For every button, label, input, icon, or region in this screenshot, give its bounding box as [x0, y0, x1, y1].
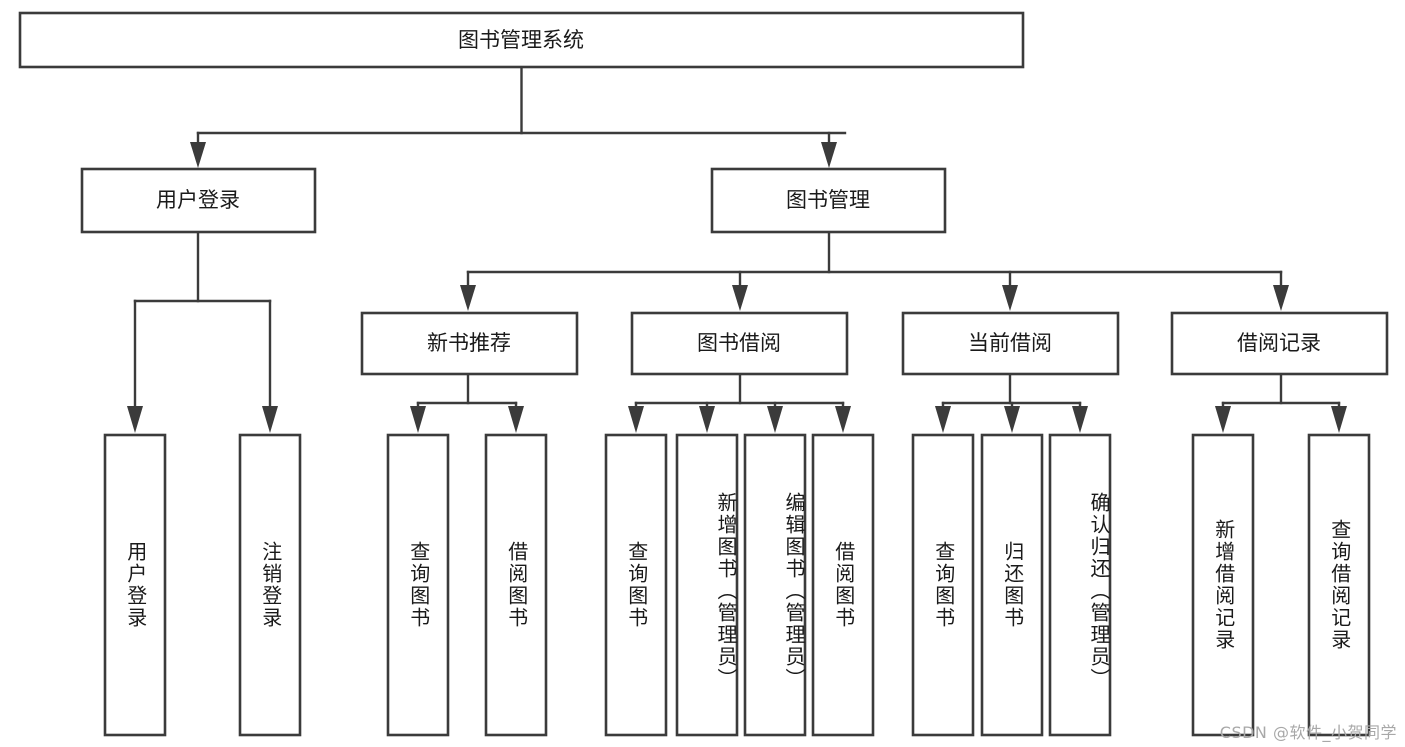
leaf-box-query-book-borrow[interactable] — [604, 433, 668, 737]
node-box-user-login[interactable] — [80, 167, 317, 234]
arrow-head-leaf-logout — [262, 406, 278, 433]
arrow-head-leaf-user-login — [127, 406, 143, 433]
csdn-watermark: CSDN @软件_小贺同学 — [1219, 723, 1397, 742]
arrow-head-leaf-confirm-return — [1072, 406, 1088, 433]
connector-group-current-borrow-to-leaves — [935, 372, 1088, 433]
leaf-box-return-book[interactable] — [980, 433, 1044, 737]
leaf-box-borrow-book[interactable] — [811, 433, 875, 737]
connector-group-borrow-record-to-leaves — [1215, 372, 1347, 433]
node-label-book-management: 图书管理 — [786, 188, 870, 212]
node-box-root[interactable] — [18, 11, 1025, 69]
node-label-user-login: 用户登录 — [156, 188, 240, 212]
arrow-head-leaf-return-book — [1004, 406, 1020, 433]
connector-group-root-to-level2 — [190, 65, 847, 168]
leaf-box-query-book-current[interactable] — [911, 433, 975, 737]
arrow-head-user-login — [190, 142, 206, 168]
leaf-box-logout[interactable] — [238, 433, 302, 737]
arrow-head-leaf-query-book-3 — [935, 406, 951, 433]
leaf-box-edit-book-admin[interactable] — [743, 433, 807, 737]
connector-group-new-book-to-leaves — [410, 372, 524, 433]
arrow-head-leaf-add-book — [699, 406, 715, 433]
node-box-borrow-record[interactable] — [1170, 311, 1389, 376]
leaf-box-add-book-admin[interactable] — [675, 433, 739, 737]
leaf-box-query-book-recommend[interactable] — [386, 433, 450, 737]
arrow-head-book-mgmt — [821, 142, 837, 168]
leaf-box-add-borrow-record[interactable] — [1191, 433, 1255, 737]
arrow-head-leaf-edit-book — [767, 406, 783, 433]
leaf-box-confirm-return-admin[interactable] — [1048, 433, 1112, 737]
connector-group-user-login-to-leaves — [127, 230, 278, 433]
leaf-box-borrow-book-recommend[interactable] — [484, 433, 548, 737]
arrow-head-borrow-record — [1273, 285, 1289, 311]
node-box-current-borrow[interactable] — [901, 311, 1120, 376]
arrow-head-leaf-borrow-book-2 — [835, 406, 851, 433]
arrow-head-leaf-query-record — [1331, 406, 1347, 433]
arrow-head-leaf-query-book-1 — [410, 406, 426, 433]
arrow-head-leaf-borrow-book-1 — [508, 406, 524, 433]
arrow-head-current-borrow — [1002, 285, 1018, 311]
arrow-head-new-book-recommend — [460, 285, 476, 311]
node-box-book-borrow[interactable] — [630, 311, 849, 376]
connector-group-book-borrow-to-leaves — [628, 372, 851, 433]
leaf-box-query-borrow-record[interactable] — [1307, 433, 1371, 737]
arrow-head-leaf-query-book-2 — [628, 406, 644, 433]
node-label-new-book-recommend: 新书推荐 — [427, 331, 511, 355]
node-label-borrow-record: 借阅记录 — [1237, 331, 1321, 355]
leaf-box-user-login[interactable] — [103, 433, 167, 737]
node-box-book-management[interactable] — [710, 167, 947, 234]
node-label-root: 图书管理系统 — [458, 28, 584, 52]
arrow-head-book-borrow — [732, 285, 748, 311]
node-label-book-borrow: 图书借阅 — [697, 331, 781, 355]
node-label-current-borrow: 当前借阅 — [968, 331, 1052, 355]
connector-group-book-mgmt-to-level3 — [460, 230, 1289, 311]
node-box-new-book-recommend[interactable] — [360, 311, 579, 376]
arrow-head-leaf-add-record — [1215, 406, 1231, 433]
